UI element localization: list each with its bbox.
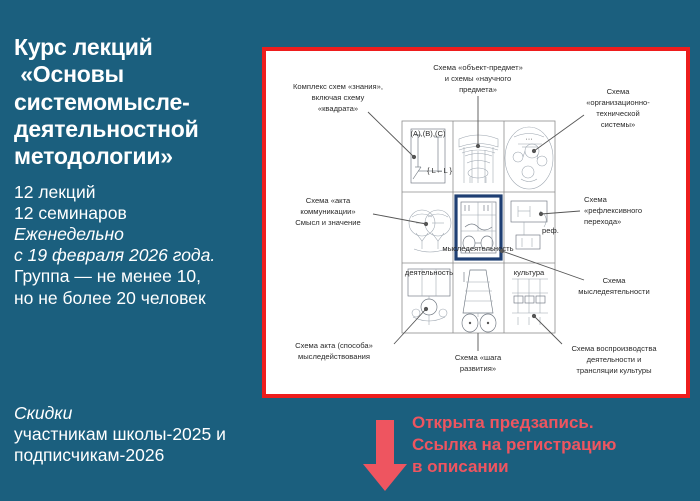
svg-text:мыследеятельность: мыследеятельность: [442, 244, 513, 253]
callout-line: «организационно-: [586, 98, 650, 107]
callout-line: включая схему: [312, 93, 365, 102]
grid-cell-r3c1: деятельность: [405, 268, 453, 325]
grid-cell-r2c1: [408, 209, 452, 253]
callout-line: «квадрата»: [318, 104, 358, 113]
callout-communication-act: Схема «акта коммуникации» Смысл и значен…: [295, 196, 429, 227]
callout-line: предмета»: [459, 85, 497, 94]
callout-line: «рефлексивного: [584, 206, 642, 215]
cta-line: Открыта предзапись.: [412, 413, 594, 432]
left-text-column: Курс лекций «Основы системомысле- деятел…: [14, 34, 262, 309]
callout-line: Схема «шага: [455, 353, 502, 362]
callout-line: Комплекс схем «знания»,: [293, 82, 383, 91]
callout-object-subject: Схема «объект-предмет» и схемы «научного…: [433, 63, 523, 149]
callout-line: Схема: [584, 195, 608, 204]
callout-line: Смысл и значение: [295, 218, 360, 227]
grid-cell-r3c2: [461, 269, 497, 333]
callout-line: системы»: [601, 120, 635, 129]
title-line: методологии»: [14, 143, 173, 170]
smd-schemas-diagram: (A),(B),(C) { L←L }: [293, 63, 657, 375]
callout-line: Схема акта (способа»: [295, 341, 373, 350]
detail-line: 12 лекций: [14, 181, 96, 202]
discounts-block: Скидки участникам школы-2025 и подписчик…: [14, 403, 276, 467]
callout-line: мыследействования: [298, 352, 370, 361]
course-details: 12 лекций 12 семинаров Еженедельно с 19 …: [14, 182, 262, 309]
svg-text:(A),(B),(C): (A),(B),(C): [410, 129, 445, 138]
svg-text:{ L←L }: { L←L }: [427, 166, 453, 175]
diagram-panel: (A),(B),(C) { L←L }: [262, 47, 690, 398]
callout-act-of-thought-action: Схема акта (способа» мыследействования: [295, 306, 429, 361]
callout-line: мыследеятельности: [578, 287, 649, 296]
callout-reproduction-of-activity: Схема воспроизводства деятельности и тра…: [531, 313, 657, 375]
callout-reflexive-transition: Схема «рефлексивного перехода»: [538, 195, 642, 226]
callout-line: Схема воспроизводства: [571, 344, 657, 353]
callout-line: Схема: [603, 276, 627, 285]
svg-text:деятельность: деятельность: [405, 268, 453, 277]
grid-cell-r2c3: реф.: [510, 200, 559, 250]
down-arrow-icon: [363, 420, 407, 491]
callout-org-technical-system: Схема «организационно- технической систе…: [531, 87, 650, 154]
callout-knowledge: Комплекс схем «знания», включая схему «к…: [293, 82, 417, 160]
schema-grid: (A),(B),(C) { L←L }: [401, 120, 559, 334]
svg-text:культура: культура: [514, 268, 545, 277]
cta-line: Ссылка на регистрацию: [412, 435, 617, 455]
callout-step-of-development: Схема «шага развития»: [455, 333, 502, 373]
cta-line: в описании: [412, 457, 509, 477]
detail-line: но не более 20 человек: [14, 287, 206, 308]
discount-line: подписчикам-2026: [14, 445, 165, 466]
svg-text:···: ···: [525, 134, 533, 143]
callout-line: развития»: [460, 364, 496, 373]
callout-line: перехода»: [584, 217, 621, 226]
svg-text:реф.: реф.: [542, 226, 559, 235]
title-line: деятельностной: [14, 116, 199, 143]
callout-line: коммуникации»: [300, 207, 355, 216]
detail-line: с 19 февраля 2026 года.: [14, 245, 216, 266]
grid-cell-r2c2-highlighted: мыследеятельность: [442, 194, 514, 261]
discount-line: участникам школы-2025 и: [14, 424, 226, 445]
callout-line: Схема «акта: [306, 196, 351, 205]
title-line: системомысле-: [14, 88, 190, 115]
detail-line: 12 семинаров: [14, 202, 127, 223]
discount-line: Скидки: [14, 403, 73, 423]
grid-cell-r1c1: (A),(B),(C) { L←L }: [410, 128, 453, 184]
grid-cell-r1c3: ···: [504, 126, 554, 190]
grid-cell-r1c2: [458, 134, 499, 183]
callout-line: трансляции культуры: [576, 366, 651, 375]
callout-line: деятельности и: [587, 355, 642, 364]
callout-line: Схема «объект-предмет»: [433, 63, 523, 72]
callout-thought-activity: Схема мыследеятельности: [499, 248, 650, 296]
title-line: Курс лекций: [14, 34, 153, 60]
cta-text: Открыта предзапись. Ссылка на регистраци…: [412, 412, 692, 478]
callout-line: Схема: [607, 87, 631, 96]
detail-line: Еженедельно: [14, 224, 124, 245]
callout-line: и схемы «научного: [445, 74, 511, 83]
grid-cell-r3c3: культура: [512, 268, 548, 325]
detail-line: Группа — не менее 10,: [14, 266, 202, 287]
callout-line: технической: [596, 109, 640, 118]
title-line: «Основы: [14, 61, 124, 88]
page-title: Курс лекций «Основы системомысле- деятел…: [14, 34, 262, 171]
